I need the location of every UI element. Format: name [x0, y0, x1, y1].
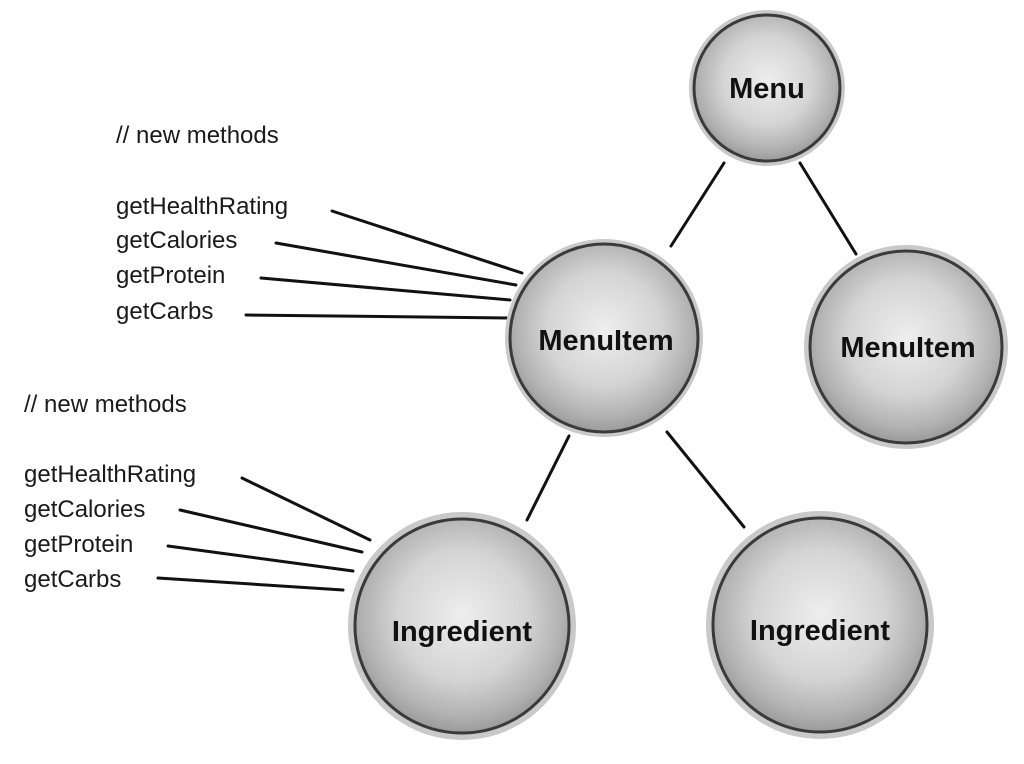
ingredient-method-gethealthrating: getHealthRating	[24, 461, 196, 488]
node-menu-ball	[692, 13, 842, 163]
tree-edges	[525, 161, 858, 529]
node-ingredient-right-ball	[711, 516, 929, 734]
leader-ingredient-getprotein	[166, 544, 355, 573]
ingredient-methods-header: // new methods	[24, 391, 187, 418]
ingredient-method-getcalories: getCalories	[24, 496, 145, 523]
node-menuitem-right: MenuItem	[804, 245, 1008, 449]
menuitem-methods-header: // new methods	[116, 122, 279, 149]
node-menuitem-left-ball	[508, 242, 700, 434]
menuitem-methods: // new methods getHealthRating getCalori…	[116, 122, 288, 325]
node-menuitem-right-ball	[808, 249, 1004, 445]
leader-menuitem-getcarbs	[244, 313, 510, 320]
leader-ingredient-getcalories	[178, 508, 364, 554]
node-ingredient-left-ball	[353, 517, 571, 735]
leader-ingredient-getcarbs	[156, 576, 345, 592]
leader-ingredient-gethealthrating	[240, 476, 372, 542]
node-menu: Menu	[689, 10, 845, 166]
leader-menuitem-getprotein	[259, 276, 512, 302]
menuitem-method-leaders	[244, 209, 524, 320]
node-ingredient-right-label: Ingredient	[750, 615, 891, 647]
node-ingredient-right: Ingredient	[706, 511, 934, 739]
leader-menuitem-getcalories	[274, 241, 518, 287]
ingredient-methods: // new methods getHealthRating getCalori…	[24, 391, 196, 593]
menuitem-method-getprotein: getProtein	[116, 262, 225, 289]
node-ingredient-left: Ingredient	[348, 512, 576, 740]
ingredient-method-getcarbs: getCarbs	[24, 566, 121, 593]
edge-menu-to-menuitem-left	[669, 161, 726, 248]
edge-menu-to-menuitem-right	[798, 161, 858, 256]
edge-menuitem-to-ingredient-right	[665, 430, 746, 529]
ingredient-method-getprotein: getProtein	[24, 531, 133, 558]
menuitem-method-gethealthrating: getHealthRating	[116, 193, 288, 220]
node-ingredient-left-label: Ingredient	[392, 616, 533, 648]
node-menuitem-right-label: MenuItem	[840, 332, 975, 364]
edge-menuitem-to-ingredient-left	[525, 434, 571, 522]
leader-menuitem-gethealthrating	[330, 209, 524, 275]
menuitem-method-getcalories: getCalories	[116, 227, 237, 254]
node-menuitem-left-label: MenuItem	[538, 325, 673, 357]
node-menuitem-left: MenuItem	[505, 239, 703, 437]
menuitem-method-getcarbs: getCarbs	[116, 298, 213, 325]
ingredient-method-leaders	[156, 476, 372, 592]
node-menu-label: Menu	[729, 73, 805, 105]
